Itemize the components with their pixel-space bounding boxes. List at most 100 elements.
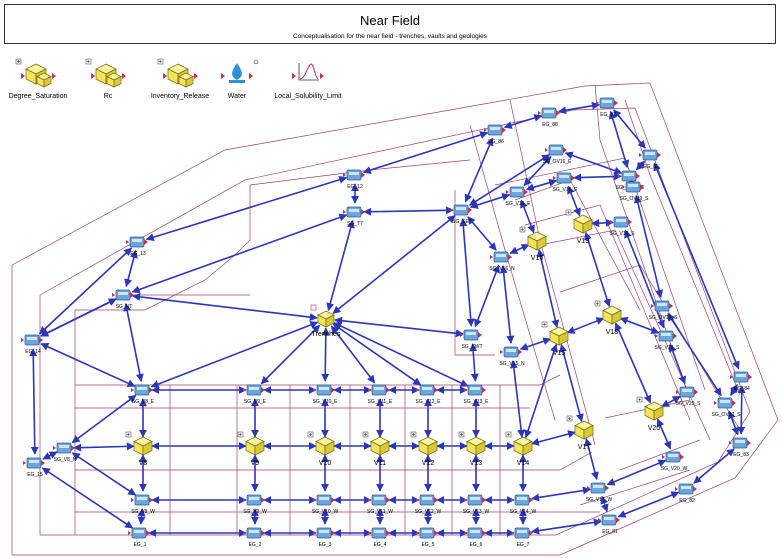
vault-v12[interactable]: V12 bbox=[410, 431, 438, 467]
legend-label: Local_Solubility_Limit bbox=[274, 93, 341, 100]
cell-sg-v15-n[interactable]: SG_V15_N bbox=[499, 346, 525, 367]
vault-v19[interactable]: V19 bbox=[565, 209, 593, 245]
vault-v16[interactable]: V16 bbox=[519, 226, 547, 262]
cell-label: SG_V17_W bbox=[586, 497, 613, 503]
cell-eg-87[interactable]: EG_87 bbox=[596, 97, 618, 118]
cell-eg-88[interactable]: EG_88 bbox=[538, 107, 560, 128]
cell-sg-v8-n[interactable]: SG_V8_N bbox=[53, 442, 77, 463]
cell-sg-v10-e[interactable]: SG_V10_E bbox=[312, 384, 338, 405]
cell-sg-v13-e[interactable]: SG_V13_E bbox=[463, 384, 489, 405]
cell-sg-v9-w[interactable]: SG_V9_W bbox=[243, 494, 267, 515]
cell-eg-15[interactable]: EG_15 bbox=[23, 457, 45, 478]
cell-sg-ov18-s[interactable]: SG_OV18_S bbox=[649, 300, 679, 321]
arrow-sg-v19-e-sg-ov19-e bbox=[573, 172, 622, 182]
cell-eg-81[interactable]: EG_81 bbox=[598, 514, 620, 535]
vault-v18[interactable]: V18 bbox=[594, 300, 622, 336]
cell-eg-13[interactable]: EG_13 bbox=[126, 236, 148, 257]
arrow-v19-v18 bbox=[584, 231, 611, 308]
cell-sg-v8-w[interactable]: SG_V8_W bbox=[131, 494, 155, 515]
arrow-eg-84-eg-83 bbox=[737, 385, 746, 435]
arrow-trenches-sg-v12-e bbox=[332, 323, 422, 386]
cell-sg-nt[interactable]: SG_NT bbox=[112, 289, 134, 310]
arrow-sg-t7-sg-set bbox=[363, 206, 454, 216]
legend-water[interactable]: Water bbox=[221, 59, 259, 100]
cell-eg-12[interactable]: EG_12 bbox=[343, 169, 365, 190]
cell-label: SG_NT bbox=[116, 304, 133, 310]
arrow-eg-88-eg-87 bbox=[558, 101, 600, 115]
arrow-v16-sg-v16-n bbox=[509, 244, 530, 254]
arrow-eg-86-eg-88 bbox=[503, 114, 543, 129]
cell-label: SG_V8_N bbox=[54, 457, 77, 463]
cell-sg-v16-n[interactable]: SG_V16_N bbox=[489, 251, 515, 272]
cell-eg-82[interactable]: EG_82 bbox=[675, 483, 697, 504]
cell-eg-85[interactable]: EG_85 bbox=[639, 149, 661, 170]
cell-sg-v11-w[interactable]: SG_V11_W bbox=[367, 494, 393, 515]
arrow-eg-85-sg-ov19-e bbox=[635, 160, 646, 171]
cell-sg-v14-w[interactable]: SG_V14_W bbox=[510, 494, 537, 515]
vault-v11[interactable]: V11 bbox=[362, 431, 390, 467]
cell-eg-84[interactable]: EG_84 bbox=[730, 371, 752, 392]
vault-v10[interactable]: V10 bbox=[307, 431, 335, 467]
vault-v20[interactable]: V20 bbox=[636, 396, 664, 432]
cell-sg-v19-s[interactable]: SG_V19_S bbox=[609, 216, 635, 237]
arrow-v20-sg-v20-w bbox=[656, 418, 672, 450]
cell-sg-ov19-s[interactable]: SG_OV19_S bbox=[620, 181, 650, 202]
connection-arrows bbox=[29, 101, 746, 537]
cell-sg-set[interactable]: SG_SET bbox=[450, 204, 472, 225]
vault-v9[interactable]: V9 bbox=[237, 431, 265, 467]
cell-eg-2[interactable]: EG_2 bbox=[243, 527, 265, 548]
vault-v8[interactable]: V8 bbox=[125, 431, 153, 467]
cell-sg-swt[interactable]: SG_SWT bbox=[460, 329, 483, 350]
cell-sg-v19-e[interactable]: SG_V19_E bbox=[552, 172, 578, 193]
cell-sg-v17-w[interactable]: SG_V17_W bbox=[586, 482, 613, 503]
cell-sg-v9-e[interactable]: SG_V9_E bbox=[243, 384, 267, 405]
cell-label: SG_V8_E bbox=[132, 399, 155, 405]
legend-label: Rc bbox=[104, 93, 113, 100]
vault-v13[interactable]: V13 bbox=[458, 431, 486, 467]
cell-sg-v12-e[interactable]: SG_V12_E bbox=[415, 384, 441, 405]
trenches-node[interactable]: Trenches bbox=[310, 304, 341, 338]
cell-eg-7[interactable]: EG_7 bbox=[511, 527, 533, 548]
cell-eg-83[interactable]: EG_83 bbox=[729, 437, 751, 458]
cell-label: EG_1 bbox=[134, 542, 147, 548]
arrow-eg-87-eg-85 bbox=[613, 109, 646, 149]
cell-label: EG_81 bbox=[602, 529, 618, 535]
cell-sg-v10-w[interactable]: SG_V10_W bbox=[312, 494, 339, 515]
arrow-trenches-sg-v8-e bbox=[150, 321, 319, 388]
legend-local-solubility-limit[interactable]: Local_Solubility_Limit bbox=[274, 63, 342, 100]
cell-sg-t7[interactable]: SG_T7 bbox=[343, 206, 365, 227]
cell-sg-v18-s[interactable]: SG_V18_S bbox=[654, 330, 680, 351]
cell-eg-3[interactable]: EG_3 bbox=[313, 527, 335, 548]
legend-inventory-release[interactable]: Inventory_Release bbox=[151, 58, 209, 100]
cell-eg-86[interactable]: EG_86 bbox=[484, 124, 506, 145]
cell-eg-5[interactable]: EG_5 bbox=[416, 527, 438, 548]
cell-sg-ov16-e[interactable]: SG_OV16_E bbox=[543, 144, 573, 165]
cell-sg-v16-e[interactable]: SG_V16_E bbox=[505, 186, 531, 207]
arrow-sg-nt-trenches bbox=[132, 292, 318, 322]
vault-label: V13 bbox=[470, 460, 483, 467]
cell-sg-v12-w[interactable]: SG_V12_W bbox=[415, 494, 442, 515]
cell-sg-v20-w[interactable]: SG_V20_W bbox=[661, 451, 688, 472]
diagram-title: Near Field bbox=[360, 13, 420, 28]
cell-label: SG_OV18_S bbox=[649, 315, 679, 321]
cell-sg-v20-s[interactable]: SG_V20_S bbox=[675, 386, 701, 407]
vault-v14[interactable]: V14 bbox=[505, 431, 533, 467]
vault-label: V18 bbox=[606, 329, 619, 336]
legend-degree-saturation[interactable]: Degree_Saturation bbox=[9, 58, 68, 100]
arrow-v15-v18 bbox=[566, 317, 605, 334]
vault-v17[interactable]: V17 bbox=[566, 415, 594, 451]
cell-sg-ov20-s[interactable]: SG_OV20_S bbox=[712, 397, 742, 418]
cell-label: EG_82 bbox=[679, 498, 695, 504]
cell-sg-v11-e[interactable]: SG_V11_E bbox=[368, 384, 393, 405]
legend-rc[interactable]: Rc bbox=[85, 58, 126, 100]
cell-eg-4[interactable]: EG_4 bbox=[368, 527, 390, 548]
cell-sg-v8-e[interactable]: SG_V8_E bbox=[131, 384, 155, 405]
cell-eg-1[interactable]: EG_1 bbox=[128, 527, 150, 548]
cell-sg-v13-w[interactable]: SG_V13_W bbox=[463, 494, 490, 515]
cell-eg-6[interactable]: EG_6 bbox=[464, 527, 486, 548]
cell-eg-14[interactable]: EG_14 bbox=[21, 334, 43, 355]
cell-label: SG_V10_E bbox=[312, 399, 338, 405]
arrow-eg-81-eg-7 bbox=[531, 518, 602, 535]
arrow-eg-15-eg-1 bbox=[41, 467, 134, 529]
vault-v15[interactable]: V15 bbox=[541, 321, 569, 357]
